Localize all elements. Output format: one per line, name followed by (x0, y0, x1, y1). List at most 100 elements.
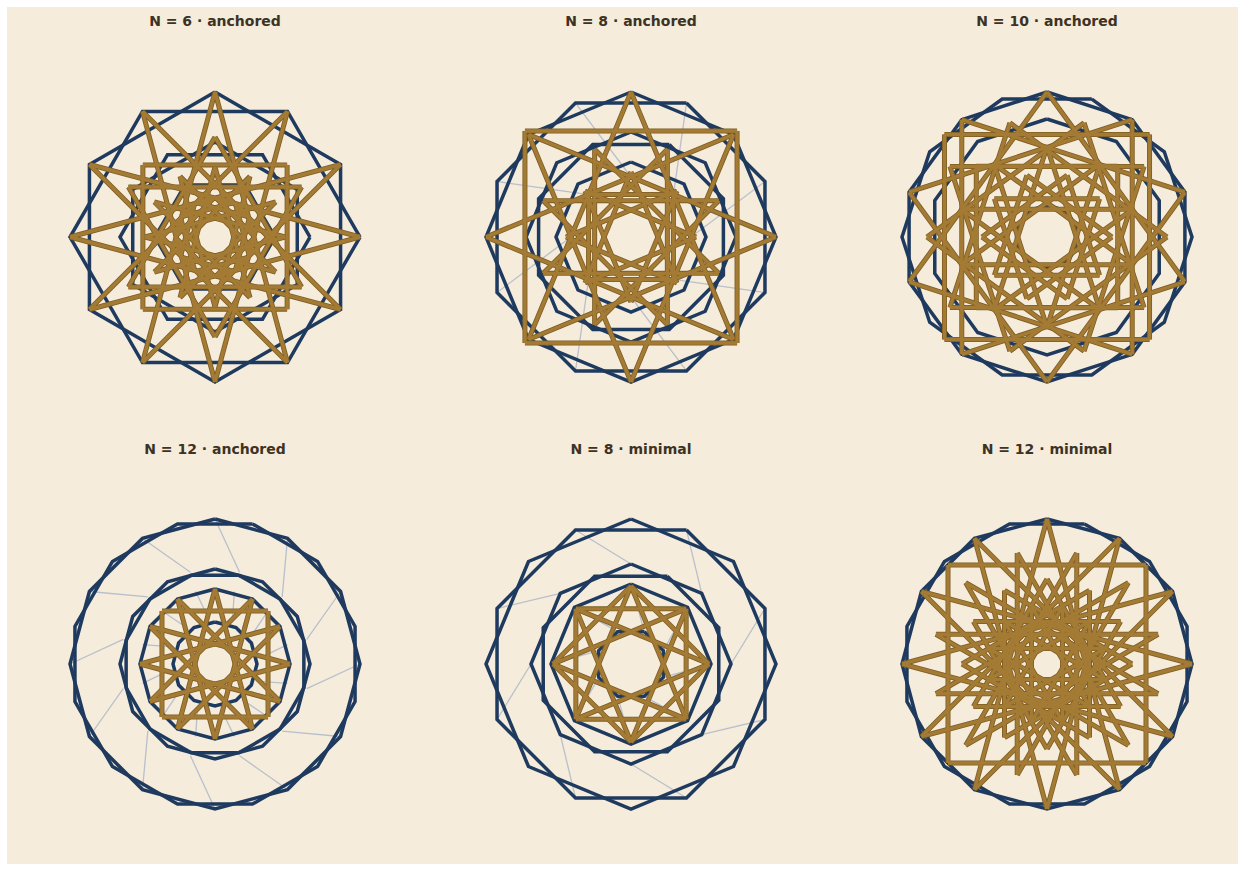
gold-bar (553, 586, 631, 664)
guide-line (89, 689, 123, 737)
navy-polygon (531, 564, 731, 764)
gold-bar-edge (576, 606, 686, 611)
gold-bar (973, 620, 1120, 623)
gold-bar (927, 123, 1084, 237)
navy-polygon (902, 519, 1192, 809)
gold-bar (128, 185, 301, 188)
gold-bar-edge (961, 262, 1132, 267)
gold-bar (576, 607, 686, 610)
gold-bar (576, 609, 709, 664)
navy-polygon (907, 524, 1187, 804)
gold-bar (1144, 565, 1147, 763)
gold-bar (154, 202, 285, 237)
gold-bar (585, 191, 696, 237)
gold-bar-edge (522, 131, 527, 343)
gold-bar-edge (525, 128, 737, 133)
gold-bar (160, 611, 163, 717)
gold-bar (587, 195, 590, 280)
gold-bar (735, 131, 738, 343)
gold-bar-edge (944, 132, 1149, 137)
gold-bar-edge (735, 131, 740, 343)
panel-title: N = 12 · minimal (982, 441, 1113, 457)
gold-bar-edge (959, 120, 964, 355)
guide-line (282, 731, 340, 736)
gold-bar (525, 129, 737, 132)
guide-line (731, 609, 765, 664)
gold-bar (948, 563, 1146, 566)
gold-bar (285, 165, 288, 309)
gold-bar (523, 131, 526, 343)
guide-line (143, 538, 191, 572)
navy-polygon (909, 92, 1185, 382)
gold-bar (944, 338, 1149, 341)
gold-bar-edge (525, 341, 737, 346)
navy-polygon (902, 99, 1192, 375)
panel-title: N = 6 · anchored (149, 13, 281, 29)
navy-polygon (120, 569, 310, 759)
gold-bar-edge (553, 586, 631, 664)
gold-bar (553, 609, 686, 664)
guide-line (307, 664, 360, 689)
guide-line (576, 530, 631, 564)
gold-bar (975, 166, 978, 307)
gold-bar (1003, 590, 1006, 737)
gold-bar-edge (162, 715, 268, 720)
gold-bar-edge (631, 586, 709, 664)
guide-line (143, 731, 148, 789)
panel-title: N = 8 · minimal (571, 441, 692, 457)
gold-bar-edge (576, 717, 686, 722)
gold-bar (994, 197, 1099, 200)
gold-bar-edge (143, 307, 287, 312)
polygon-pattern (486, 519, 776, 809)
gold-bar (143, 307, 287, 310)
gold-bar-edge (946, 565, 951, 763)
gold-bar (1010, 237, 1167, 351)
gold-bar (944, 133, 1149, 136)
gold-bar (960, 120, 963, 355)
guide-line (215, 519, 240, 572)
gold-bar (1005, 622, 1105, 680)
gold-bar (178, 599, 280, 701)
navy-polygon (935, 119, 1159, 355)
gold-bar (266, 611, 269, 717)
navy-polygon (140, 589, 290, 739)
gold-bar (543, 272, 719, 275)
gold-bar-edge (684, 609, 689, 719)
gold-bar-edge (159, 611, 164, 717)
polygon-pattern (486, 92, 776, 382)
gold-bar (982, 175, 1067, 237)
gold-bar (994, 274, 1099, 277)
navy-polygon (497, 530, 765, 798)
polygon-pattern (70, 92, 360, 382)
gold-bar-edge (143, 162, 287, 167)
gold-bar-edge (944, 337, 1149, 342)
navy-polygon (551, 584, 711, 744)
panel-title: N = 8 · anchored (565, 13, 697, 29)
gold-bar (235, 217, 250, 272)
gold-bar-edge (961, 207, 1132, 212)
navy-polygon (539, 145, 724, 330)
gold-bar (994, 199, 1027, 299)
gold-bar (1005, 606, 1063, 706)
gold-bar-edge (553, 664, 631, 742)
gold-bar-edge (162, 608, 268, 613)
gold-bar (672, 195, 675, 280)
gold-bar (525, 341, 737, 344)
gold-bar-edge (948, 563, 1146, 568)
gold-bar-edge (573, 609, 578, 719)
gold-bar (553, 664, 631, 742)
gold-bar (1010, 123, 1167, 237)
guide-line (240, 756, 288, 790)
polygon-pattern (902, 519, 1192, 809)
guide-line (89, 592, 147, 597)
navy-polygon (70, 111, 360, 362)
gold-bar (950, 306, 1144, 309)
gold-bar-edge (948, 760, 1146, 765)
gold-bar (215, 176, 250, 307)
gold-bar (631, 664, 709, 742)
gold-bar (989, 622, 1089, 680)
gold-bar (973, 705, 1120, 708)
guide-line (282, 538, 287, 596)
